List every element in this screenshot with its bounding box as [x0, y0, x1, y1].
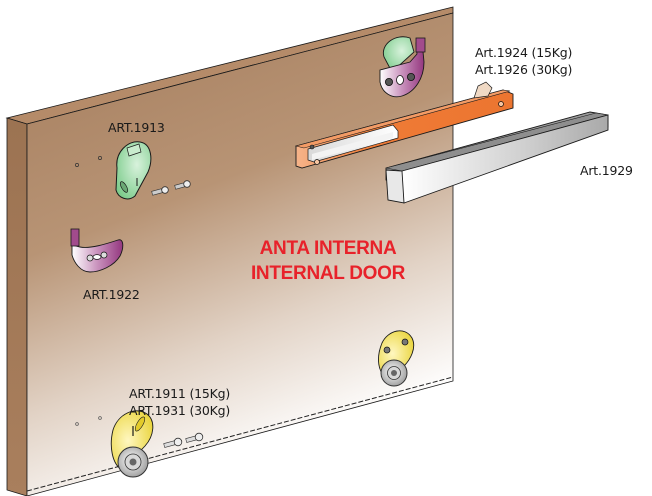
screw-hole — [98, 416, 102, 420]
screw — [174, 180, 191, 190]
screw — [185, 432, 204, 443]
cover-profile — [385, 111, 609, 204]
label-top-bracket: ART.1913 — [108, 120, 165, 135]
label-top-guide-15kg: Art.1924 (15Kg) — [475, 45, 573, 60]
door-bottom-edge — [26, 376, 454, 492]
label-cover-profile: Art.1929 — [580, 163, 633, 178]
label-side-bracket: ART.1922 — [83, 287, 140, 302]
door-title-italian: ANTA INTERNA — [259, 238, 397, 259]
screw-hole — [98, 156, 102, 160]
top-hanger-bracket — [379, 36, 426, 98]
screw-hole — [75, 422, 79, 426]
screw — [163, 437, 183, 448]
bottom-wheel-right — [378, 330, 415, 387]
screw — [151, 186, 169, 196]
top-guide-track — [294, 81, 514, 169]
door-left-edge — [6, 117, 28, 496]
label-top-guide-30kg: Art.1926 (30Kg) — [475, 62, 573, 77]
green-bracket-1913 — [115, 141, 191, 200]
door-title-english: INTERNAL DOOR — [250, 263, 406, 284]
purple-bracket-1922 — [70, 228, 124, 273]
screw-hole — [75, 163, 79, 167]
bottom-wheel-left — [110, 410, 204, 478]
label-bottom-wheel-15kg: ART.1911 (15Kg) — [129, 386, 231, 401]
label-bottom-wheel-30kg: ART.1931 (30Kg) — [129, 403, 231, 418]
